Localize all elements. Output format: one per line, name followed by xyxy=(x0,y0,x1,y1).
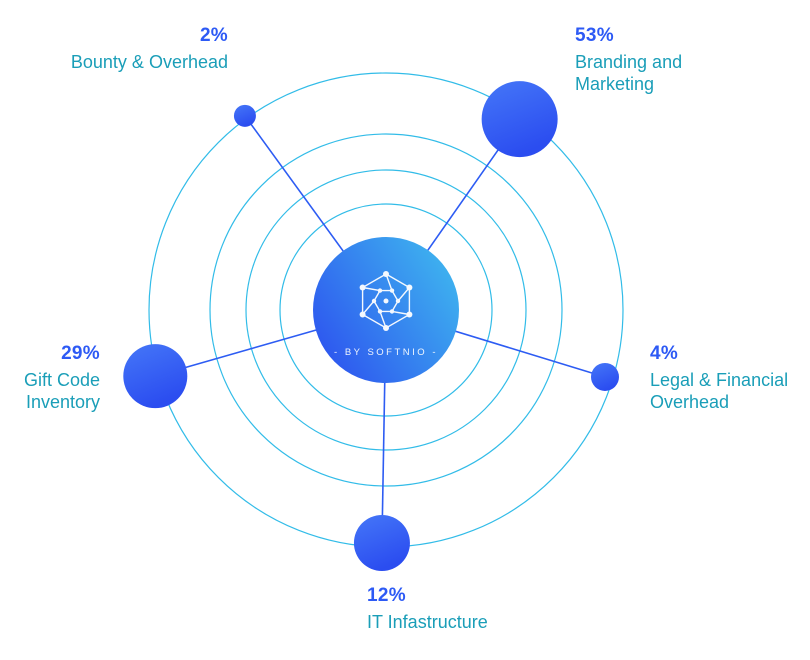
allocation-dot-legal xyxy=(590,362,619,391)
center-badge: - BY SOFTNIO - xyxy=(313,237,459,383)
allocation-dot-it xyxy=(353,514,410,571)
allocation-dot-bounty xyxy=(233,104,256,127)
orbit-ring-3 xyxy=(209,133,563,487)
center-circle-fill xyxy=(313,237,459,383)
center-circle xyxy=(313,237,459,383)
allocation-dot-branding xyxy=(481,81,558,158)
center-caption: - BY SOFTNIO - xyxy=(334,347,438,358)
orbit-ring-1 xyxy=(279,203,493,417)
icon-node-dots xyxy=(359,271,413,331)
softnio-network-icon xyxy=(359,271,413,331)
orbit-ring-2 xyxy=(245,169,527,451)
allocation-dot-gift xyxy=(123,344,188,409)
allocation-dots xyxy=(123,81,619,571)
